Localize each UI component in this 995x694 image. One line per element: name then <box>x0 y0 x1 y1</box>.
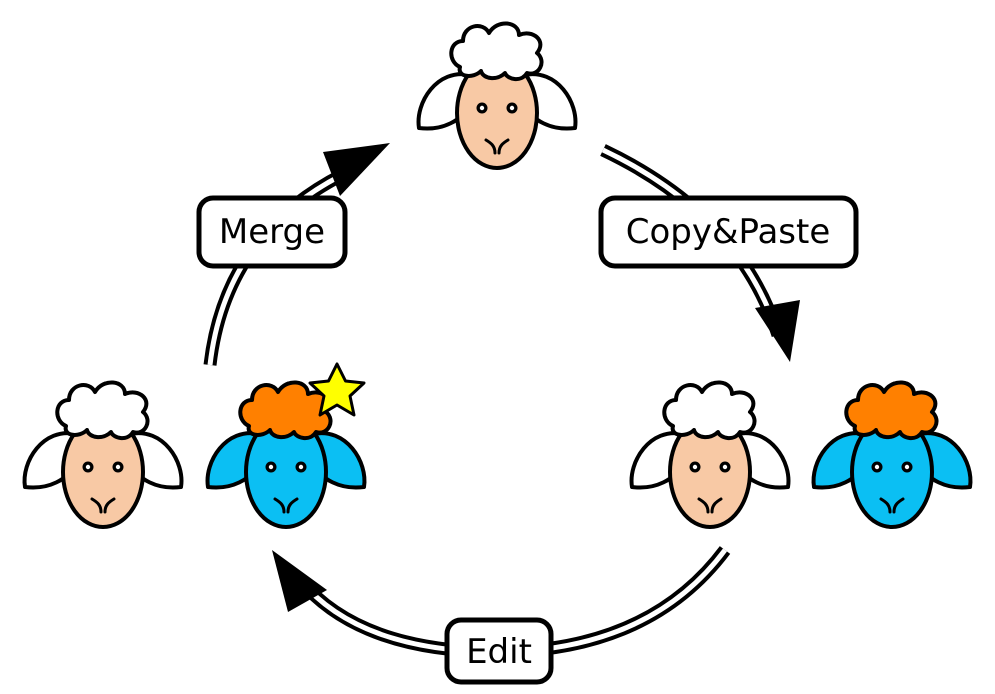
copy-paste-label-box: Copy&Paste <box>598 195 859 269</box>
copy-paste-label: Copy&Paste <box>626 212 831 252</box>
edit-label-box: Edit <box>444 617 554 685</box>
sheep-copy-right <box>811 380 973 529</box>
edit-label: Edit <box>466 632 532 672</box>
sheep-original-left <box>22 380 184 529</box>
merge-label: Merge <box>219 212 325 252</box>
star-icon <box>308 362 366 417</box>
merge-label-box: Merge <box>196 195 348 269</box>
sheep-original-top <box>416 21 578 170</box>
sheep-original-right <box>629 380 791 529</box>
